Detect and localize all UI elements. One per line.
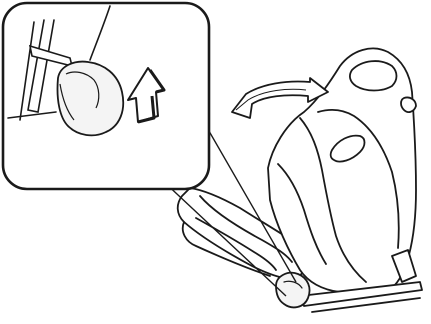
seat-cushion-bolster [199,195,293,263]
magnified-detail-inset [1,1,211,191]
shoulder-slot [400,96,417,113]
curved-arrow-icon [231,77,329,119]
lever-knob-icon [56,60,125,137]
arrow-up-icon [127,67,166,124]
seat-icon [176,47,423,313]
lever-knob-on-seat [275,271,311,309]
leader-line-lower [161,179,287,297]
seatback-bolster-line [299,117,367,283]
leader-lines [161,111,297,297]
seatback-shell [267,47,417,295]
seat-rail-lower [311,297,421,313]
headrest-slot [349,60,398,92]
seat-frame-side [391,249,417,283]
seatback-side-line [277,163,327,265]
inset-floor-line [7,111,57,119]
leader-line-upper [197,111,297,283]
inset-frame-edge [19,21,35,121]
seat-front-edge [181,221,271,277]
inset-seat-contour [89,5,111,61]
harness-slot [329,134,366,163]
seatback-inner-line [317,109,400,249]
lever-knob-highlight [283,280,303,289]
inset-frame-panel [27,19,55,113]
